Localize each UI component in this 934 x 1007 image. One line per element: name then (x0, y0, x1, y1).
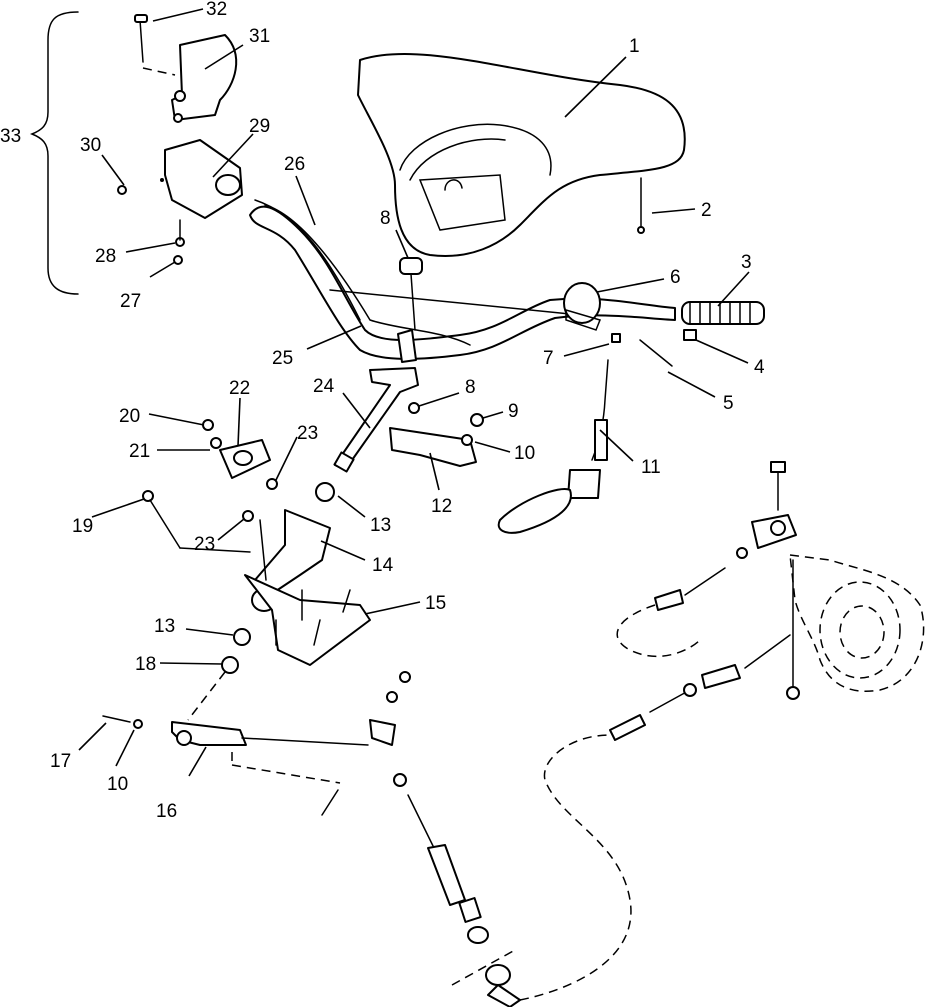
callout-8-lower: 8 (465, 377, 476, 398)
guide-19 (149, 499, 181, 549)
part-19-nut (142, 490, 154, 502)
callout-1: 1 (629, 36, 640, 57)
callout-32: 32 (206, 0, 227, 20)
callout-15: 15 (425, 593, 446, 614)
part-13-bushing-lower (233, 628, 251, 646)
part-3-grip (681, 301, 765, 325)
cable-routing-loop (519, 734, 632, 1001)
callout-4: 4 (754, 357, 765, 378)
part-2-screw (637, 177, 645, 234)
callout-26: 26 (284, 154, 305, 175)
part-11-kill-switch-cable (497, 359, 609, 534)
part-29-switch-housing (160, 139, 243, 219)
callout-6: 6 (670, 267, 681, 288)
part-carburetor (751, 461, 925, 700)
part-9-screw (470, 413, 484, 427)
callout-25: 25 (272, 348, 293, 369)
callout-8-upper: 8 (380, 208, 391, 229)
part-31-bracket (171, 34, 238, 123)
callout-30: 30 (80, 135, 101, 156)
part-tie-rod-end (369, 671, 411, 787)
callout-11: 11 (641, 457, 661, 478)
guide-16b (231, 764, 341, 784)
part-right-cable (609, 634, 791, 741)
callout-16: 16 (156, 801, 177, 822)
callout-labels: 1 2 3 4 5 6 7 8 8 9 10 10 11 12 13 13 14… (0, 0, 765, 822)
part-10-washer (461, 434, 473, 446)
callout-9: 9 (508, 401, 519, 422)
part-throttle-cable (407, 794, 521, 1007)
part-5-screw (639, 339, 673, 367)
part-22-flange-bearing (219, 439, 271, 479)
callout-7: 7 (543, 348, 554, 369)
callout-27: 27 (120, 291, 141, 312)
part-30-screw (117, 185, 127, 195)
part-20-screw (202, 419, 214, 431)
guide-18 (187, 671, 226, 721)
part-17-bolt (102, 715, 131, 723)
callout-29: 29 (249, 116, 270, 137)
callout-2: 2 (701, 200, 712, 221)
callout-23-lower: 23 (194, 534, 215, 555)
part-7-nut (611, 333, 621, 343)
part-32-bolt (134, 14, 148, 63)
callout-21: 21 (129, 441, 150, 462)
part-25-clamp (397, 329, 417, 363)
callout-22: 22 (229, 378, 250, 399)
cable-routing-upper (616, 604, 701, 658)
part-10-washer-lower (133, 719, 143, 729)
part-16-steering-arm (171, 721, 369, 746)
callout-3: 3 (741, 252, 752, 273)
part-8-grommet-upper (399, 257, 423, 331)
callout-17: 17 (50, 751, 71, 772)
part-16-bolt (321, 789, 339, 816)
part-15-mount-plate (244, 574, 371, 666)
part-6-throttle-housing (563, 282, 602, 331)
callout-13-lower: 13 (154, 616, 175, 637)
callout-14: 14 (372, 555, 394, 576)
callout-24: 24 (313, 376, 335, 397)
part-12-bracket (389, 427, 477, 467)
part-8-grommet-lower (408, 402, 420, 414)
part-13-bushing-upper (315, 482, 335, 502)
callout-28: 28 (95, 246, 116, 267)
part-4-plug (683, 329, 697, 341)
callout-18: 18 (135, 654, 156, 675)
part-27-nut (173, 255, 183, 265)
part-18-washer (221, 656, 239, 674)
callout-5: 5 (723, 393, 734, 414)
part-26-harness (264, 204, 471, 346)
part-24-steering-post (333, 367, 419, 473)
callout-23-upper: 23 (297, 423, 318, 444)
guide-cable-lower (451, 949, 516, 986)
callout-33: 33 (0, 126, 21, 147)
callout-19: 19 (72, 516, 93, 537)
callout-10-upper: 10 (514, 443, 535, 464)
guide-32 (142, 67, 176, 76)
part-upper-right-cable (654, 547, 748, 611)
callout-12: 12 (431, 496, 452, 517)
part-33-brace (29, 11, 79, 295)
part-23-washer-lower (242, 510, 254, 522)
callout-31: 31 (249, 26, 270, 47)
leader-lines (78, 8, 750, 777)
callout-20: 20 (119, 406, 140, 427)
callout-10-lower: 10 (107, 774, 128, 795)
callout-13-upper: 13 (370, 515, 391, 536)
part-1-handlebar-cover (357, 52, 686, 257)
guide-19b (179, 547, 251, 553)
part-23-washer-upper (266, 478, 278, 490)
part-21-washer (210, 437, 222, 449)
